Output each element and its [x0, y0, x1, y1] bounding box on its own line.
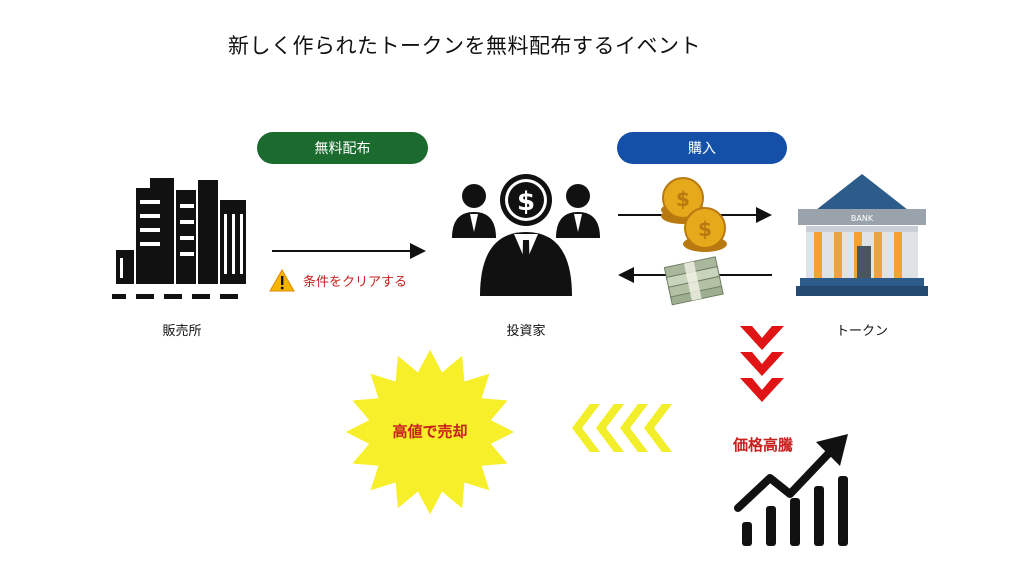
token-caption: トークン: [835, 324, 889, 339]
diagram-title: 新しく作られたトークンを無料配布するイベント: [228, 34, 701, 58]
down-chevron-icons: [740, 326, 784, 402]
free-distribution-label: 無料配布: [257, 132, 428, 164]
starburst-shape: [346, 349, 514, 515]
sell-high-label: 高値で売却: [392, 422, 468, 441]
bank-icon: BANK: [796, 174, 928, 296]
svg-text:$: $: [698, 217, 712, 241]
investor-group-icon: $: [452, 174, 600, 296]
investor-caption: 投資家: [506, 324, 546, 339]
seller-caption: 販売所: [162, 324, 202, 339]
condition-label: 条件をクリアする: [303, 275, 408, 290]
uptrend-chart-icon: [734, 434, 848, 546]
office-building-icon: [112, 178, 246, 299]
purchase-label: 購入: [617, 132, 787, 164]
svg-text:BANK: BANK: [851, 214, 874, 223]
svg-text:$: $: [676, 187, 690, 211]
warning-icon: [269, 268, 295, 292]
svg-text:$: $: [517, 187, 535, 217]
gold-coins-icon: $ $: [661, 177, 727, 252]
left-chevron-icons: [572, 404, 672, 452]
price-surge-label: 価格高騰: [733, 436, 794, 454]
cash-stack-icon: [663, 256, 724, 306]
